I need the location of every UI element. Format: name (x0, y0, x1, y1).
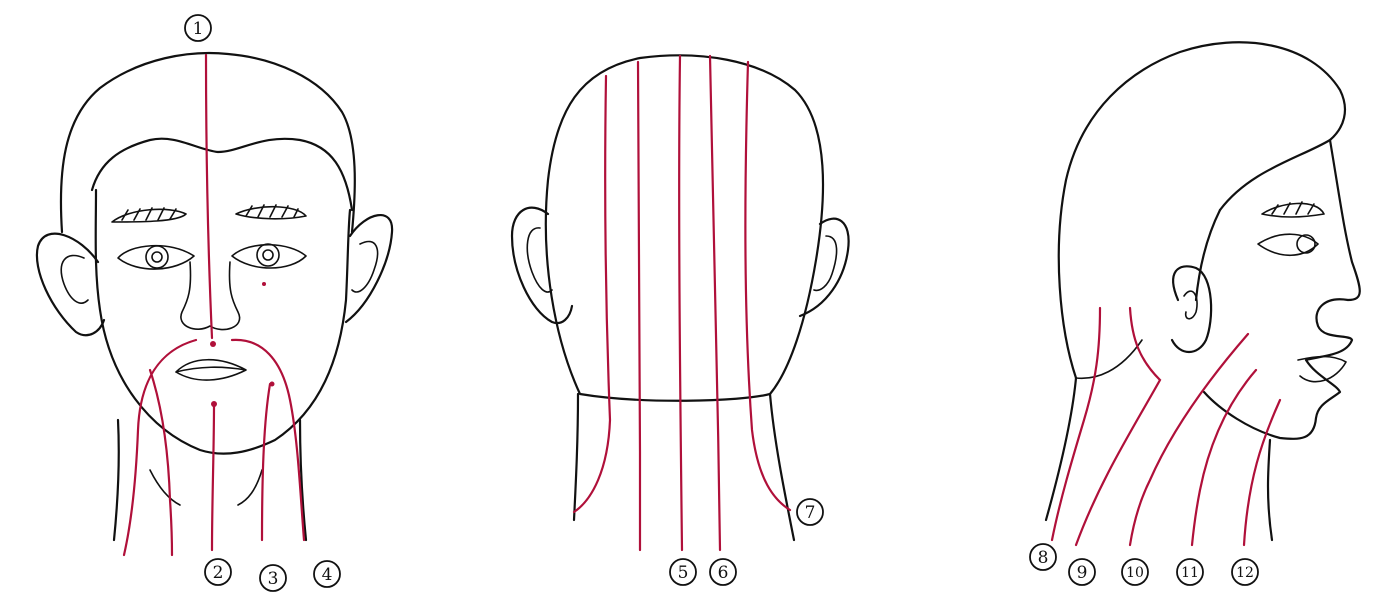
label-7-text: 7 (805, 503, 816, 523)
back-line-left-outer (574, 76, 610, 512)
front-point-cheek (262, 282, 266, 286)
side-line-9 (1076, 308, 1160, 545)
back-neck-right (770, 394, 794, 540)
front-collar-right (238, 470, 262, 505)
back-line-7 (745, 62, 790, 510)
side-head-figure (1046, 42, 1360, 540)
front-neck-left (114, 420, 119, 540)
front-red-lines (124, 55, 304, 555)
front-collar-left (150, 470, 180, 505)
label-12-text: 12 (1236, 565, 1254, 581)
front-right-ear-inner (352, 242, 378, 292)
side-ear-inner (1184, 291, 1197, 319)
label-6-text: 6 (718, 563, 729, 583)
side-ear (1172, 266, 1211, 352)
front-right-iris (257, 244, 279, 266)
back-line-5-center (679, 56, 682, 550)
label-11: 11 (1177, 559, 1203, 585)
front-line-3 (262, 384, 270, 540)
front-right-eye (232, 245, 306, 268)
front-line-2-chin (212, 404, 214, 550)
front-line-left-inner (150, 370, 172, 555)
label-9: 9 (1069, 559, 1095, 585)
front-left-ear (37, 234, 104, 336)
label-11-text: 11 (1181, 565, 1199, 581)
front-line-left-outer (124, 340, 196, 555)
front-face-outline (96, 190, 350, 454)
back-head-outline (546, 55, 823, 400)
label-7: 7 (797, 499, 823, 525)
side-brow (1262, 203, 1324, 217)
back-left-ear (512, 208, 572, 323)
label-9-text: 9 (1077, 563, 1088, 583)
front-point-jaw (270, 382, 275, 387)
label-4: 4 (314, 561, 340, 587)
label-10: 10 (1122, 559, 1148, 585)
back-red-lines (574, 56, 790, 550)
label-8-text: 8 (1038, 548, 1049, 568)
label-2-text: 2 (213, 563, 224, 583)
front-mouth (176, 360, 246, 380)
side-hair-nape (1076, 340, 1142, 378)
label-12: 12 (1232, 559, 1258, 585)
side-face-profile (1204, 140, 1360, 439)
label-1: 1 (185, 15, 211, 41)
front-left-pupil (152, 252, 162, 262)
side-neck-front (1268, 440, 1272, 540)
label-3: 3 (260, 565, 286, 591)
label-2: 2 (205, 559, 231, 585)
label-1-text: 1 (193, 19, 204, 39)
back-line-left-inner (638, 62, 640, 550)
back-line-6 (710, 56, 720, 550)
front-left-iris (146, 246, 168, 268)
label-3-text: 3 (268, 569, 279, 589)
label-8: 8 (1030, 544, 1056, 570)
label-4-text: 4 (322, 565, 333, 585)
front-point-chin (211, 401, 217, 407)
front-point-philtrum (210, 341, 216, 347)
side-head-outline (1059, 42, 1345, 378)
side-line-12 (1244, 400, 1280, 545)
front-right-ear (346, 215, 392, 322)
front-left-eye (118, 246, 194, 269)
front-head-figure (37, 53, 392, 540)
label-6: 6 (710, 559, 736, 585)
label-10-text: 10 (1126, 565, 1144, 581)
front-left-ear-inner (61, 256, 88, 304)
back-neck-left (574, 394, 578, 520)
side-red-lines (1052, 308, 1280, 545)
label-5-text: 5 (678, 563, 689, 583)
front-hairline (92, 139, 352, 210)
front-right-pupil (263, 250, 273, 260)
front-line-1-midline (206, 55, 212, 338)
label-5: 5 (670, 559, 696, 585)
